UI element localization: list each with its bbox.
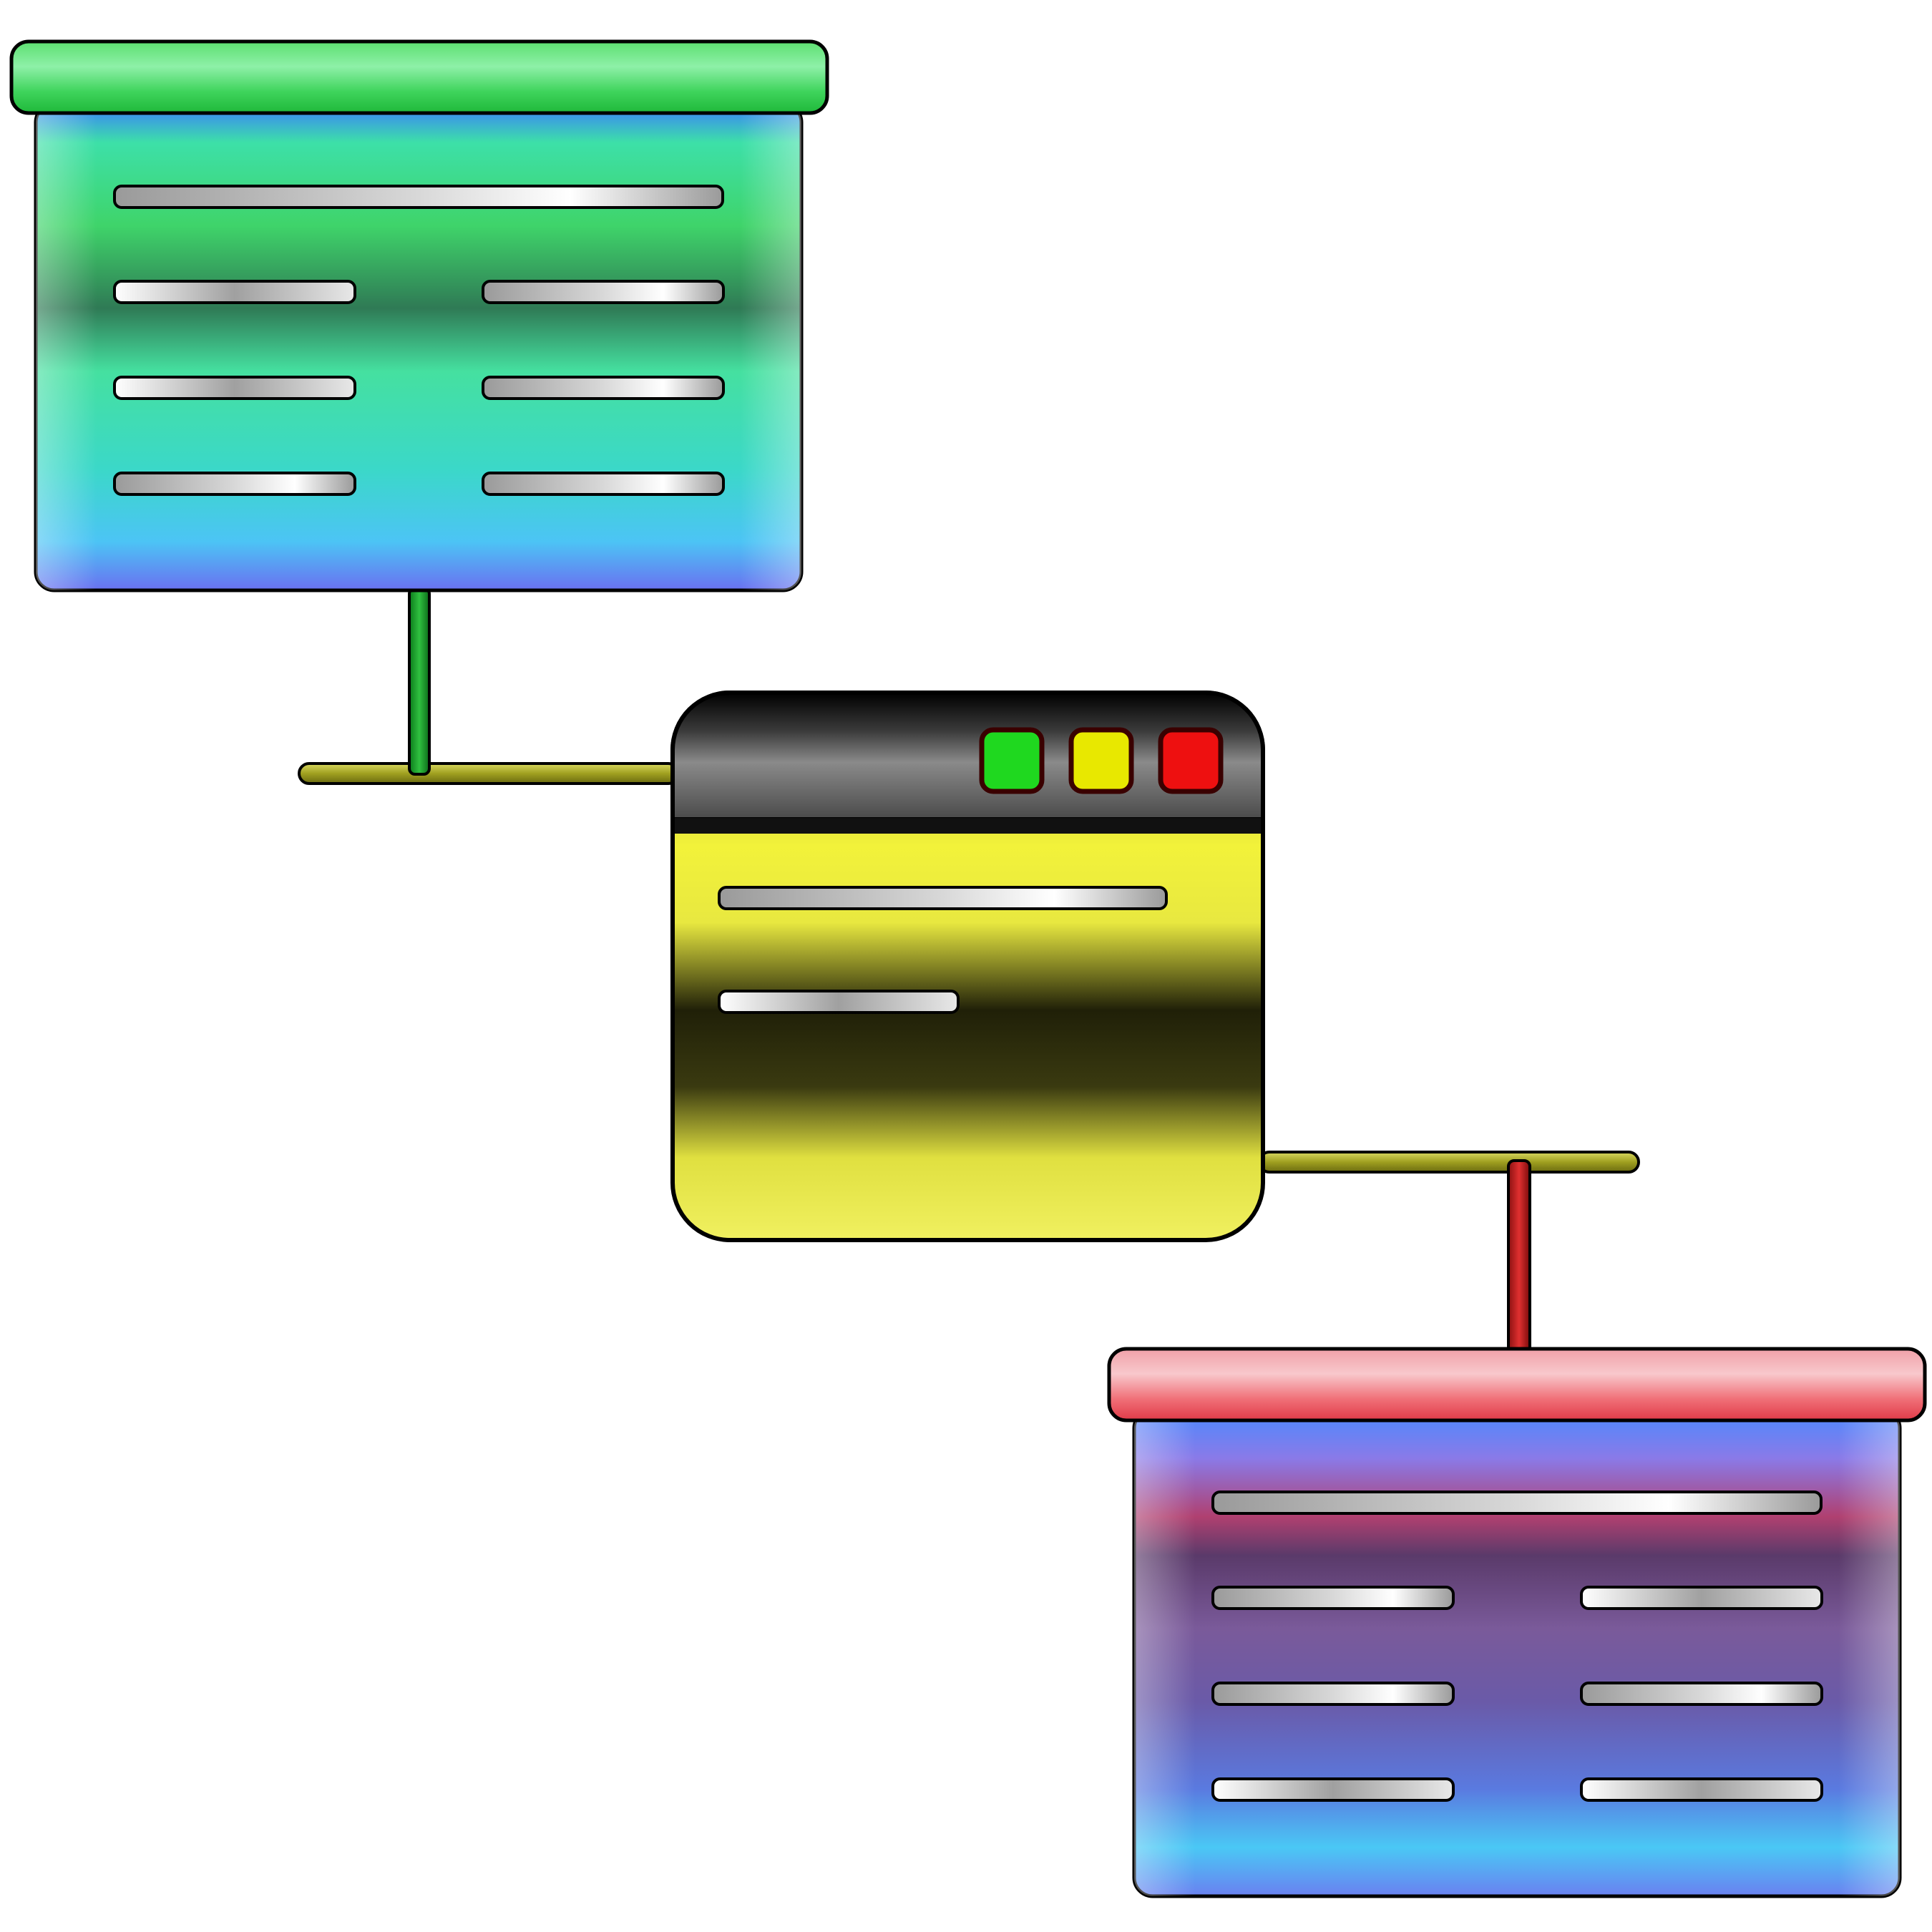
connector-green-to-yellow (298, 587, 680, 785)
text-line-bar (718, 990, 960, 1014)
red-board-top-bar (1107, 1347, 1927, 1423)
green-drop-line (408, 587, 431, 776)
yellow-application-window-icon (670, 691, 1265, 1242)
text-line-bar (1580, 1586, 1823, 1610)
text-line-bar (482, 472, 725, 496)
connector-yellow-to-red (1258, 1151, 1640, 1359)
green-presentation-board-icon (9, 39, 829, 592)
text-line-bar (1211, 1777, 1455, 1802)
green-board-top-bar (9, 39, 829, 115)
green-board-rows (113, 185, 725, 496)
text-line-bar (482, 280, 725, 304)
red-window-button (1158, 727, 1224, 794)
red-board-rows (1211, 1491, 1823, 1802)
text-line-bar (113, 376, 356, 400)
text-line-bar (1211, 1682, 1455, 1706)
green-window-button (979, 727, 1045, 794)
text-line-bar (1211, 1586, 1455, 1610)
text-line-bar (113, 280, 356, 304)
text-line-bar (113, 185, 724, 209)
text-line-bar (113, 472, 356, 496)
text-line-bar (718, 886, 1168, 910)
text-line-bar (1580, 1682, 1823, 1706)
red-presentation-board-icon (1107, 1347, 1927, 1898)
text-line-bar (1580, 1777, 1823, 1802)
yellow-window-button (1068, 727, 1134, 794)
text-line-bar (482, 376, 725, 400)
olive-rail-left (298, 762, 680, 785)
text-line-bar (1211, 1491, 1823, 1515)
olive-rail-right (1258, 1151, 1640, 1174)
red-drop-line (1507, 1159, 1531, 1359)
